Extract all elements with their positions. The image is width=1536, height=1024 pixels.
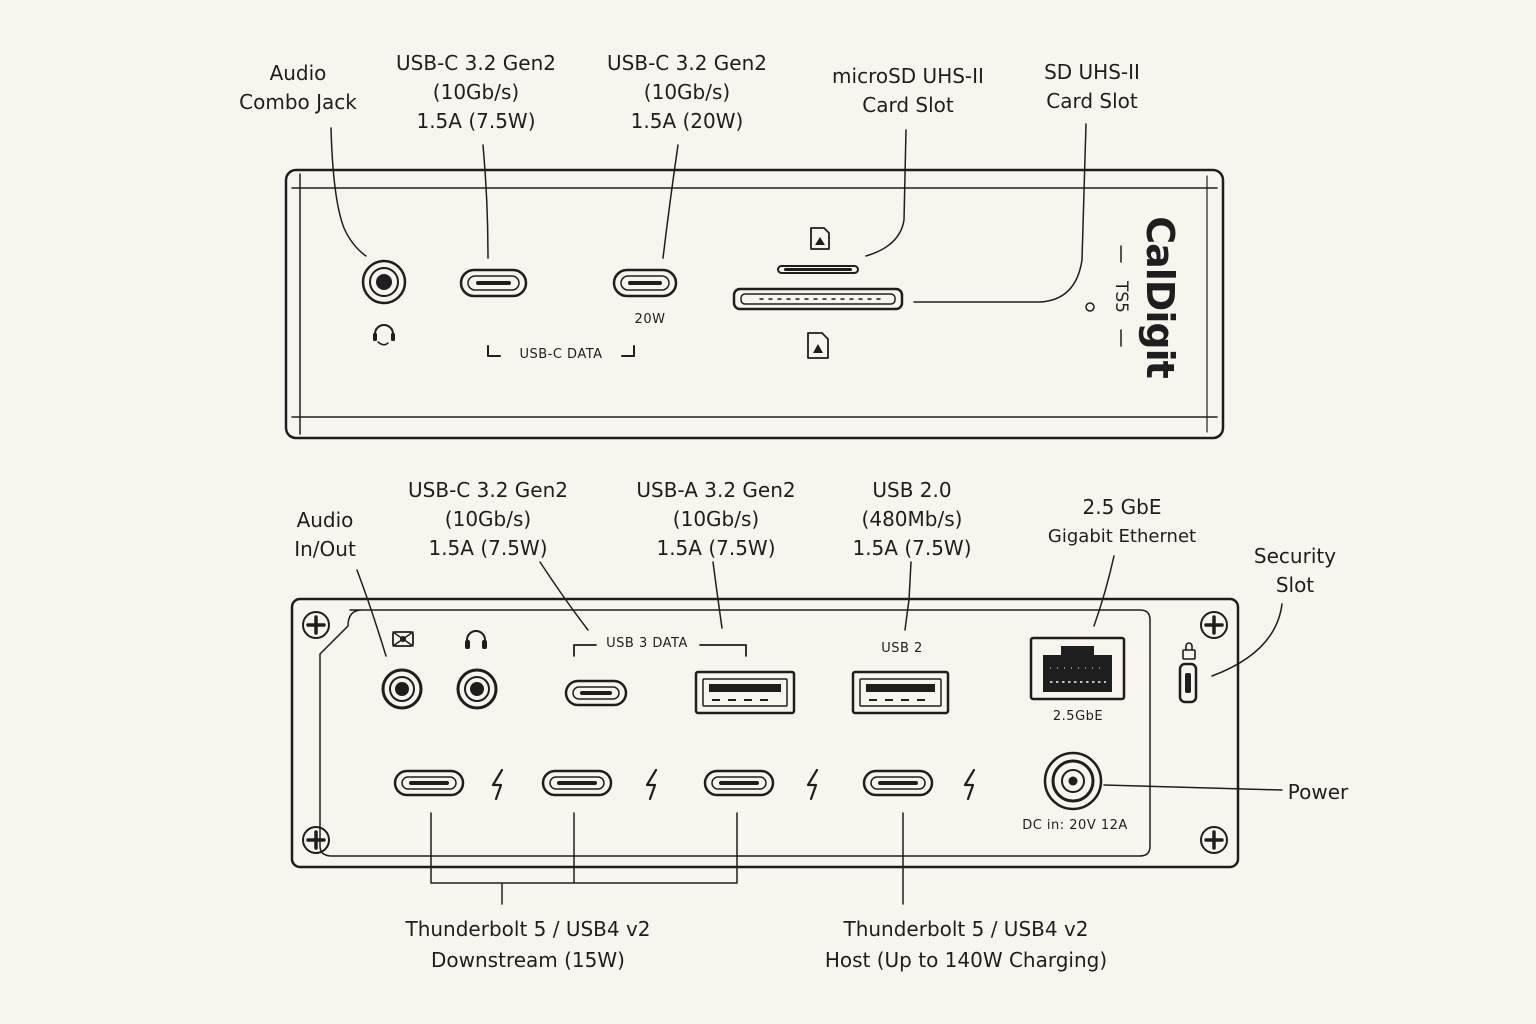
rear-leader-lines <box>356 555 1283 905</box>
label-line: Audio <box>269 61 327 85</box>
label-line: USB-C 3.2 Gen2 <box>408 478 568 502</box>
headset-icon <box>373 324 395 346</box>
marking-20w: 20W <box>634 312 666 327</box>
sd-slot <box>732 287 904 311</box>
marking-ethernet: 2.5GbE <box>1052 709 1104 724</box>
label-line: Combo Jack <box>239 90 357 114</box>
front-usbc-port-2 <box>612 268 678 298</box>
label-line: (480Mb/s) <box>861 507 963 531</box>
rear-usba-port <box>694 670 796 715</box>
label-line: Thunderbolt 5 / USB4 v2 <box>405 917 651 941</box>
microphone-icon <box>392 631 414 647</box>
label-line: Gigabit Ethernet <box>1047 526 1197 547</box>
marking-usb2: USB 2 <box>881 641 923 656</box>
tb5-downstream-port-1 <box>393 769 465 797</box>
usbc-data-bracket <box>487 345 635 357</box>
label-line: USB-C 3.2 Gen2 <box>396 51 556 75</box>
label-security-slot: Security Slot <box>1254 542 1336 600</box>
label-line: Card Slot <box>862 93 954 117</box>
usb3-data-bracket <box>573 644 747 657</box>
label-line: USB 2.0 <box>872 478 952 502</box>
marking-usbc-data: USB-C DATA <box>519 347 603 362</box>
label-line: (10Gb/s) <box>672 507 760 531</box>
security-slot <box>1178 662 1198 704</box>
label-line: microSD UHS-II <box>832 64 984 88</box>
microsd-slot <box>777 265 859 274</box>
screw-icon <box>1200 826 1228 854</box>
label-line: SD UHS-II <box>1044 60 1140 84</box>
label-rear-usbc: USB-C 3.2 Gen2 (10Gb/s) 1.5A (7.5W) <box>408 476 568 563</box>
label-line: 1.5A (7.5W) <box>416 109 536 133</box>
label-tb-downstream: Thunderbolt 5 / USB4 v2 Downstream (15W) <box>405 914 650 976</box>
label-front-usbc-left: USB-C 3.2 Gen2 (10Gb/s) 1.5A (7.5W) <box>396 49 556 136</box>
label-line: 2.5 GbE <box>1082 495 1162 519</box>
microsd-card-icon <box>810 227 830 250</box>
label-line: Host (Up to 140W Charging) <box>824 948 1108 972</box>
label-line: Card Slot <box>1046 89 1138 113</box>
label-power: Power <box>1288 778 1348 807</box>
status-led <box>1085 302 1095 312</box>
lock-icon <box>1182 642 1196 660</box>
label-rear-usb2: USB 2.0 (480Mb/s) 1.5A (7.5W) <box>852 476 971 563</box>
label-line: USB-C 3.2 Gen2 <box>607 51 767 75</box>
label-tb-host: Thunderbolt 5 / USB4 v2 Host (Up to 140W… <box>825 914 1107 976</box>
label-line: Power <box>1287 780 1349 804</box>
thunderbolt-icon <box>806 768 819 801</box>
model-name: TS5 <box>1111 281 1131 313</box>
dc-power-jack <box>1043 751 1103 811</box>
label-line: Thunderbolt 5 / USB4 v2 <box>843 917 1089 941</box>
label-line: USB-A 3.2 Gen2 <box>636 478 796 502</box>
marking-usb3-data: USB 3 DATA <box>606 636 688 651</box>
label-audio-combo-jack: Audio Combo Jack <box>239 59 357 117</box>
screw-icon <box>302 611 330 639</box>
front-panel <box>284 168 1225 440</box>
label-line: 1.5A (7.5W) <box>656 536 776 560</box>
thunderbolt-icon <box>491 768 504 801</box>
label-line: Security <box>1253 544 1337 568</box>
marking-dc-in: DC in: 20V 12A <box>1022 818 1128 833</box>
rear-usb2-port <box>851 670 950 715</box>
label-line: 1.5A (7.5W) <box>852 536 972 560</box>
label-line: 1.5A (20W) <box>630 109 744 133</box>
label-line: 1.5A (7.5W) <box>428 536 548 560</box>
tb5-host-port <box>862 769 934 797</box>
label-line: (10Gb/s) <box>444 507 532 531</box>
rear-audio-in-jack <box>381 668 423 710</box>
label-line: (10Gb/s) <box>643 80 731 104</box>
label-line: (10Gb/s) <box>432 80 520 104</box>
front-usbc-port-1 <box>459 268 528 298</box>
label-line: Downstream (15W) <box>431 948 625 972</box>
rear-audio-out-jack <box>456 668 498 710</box>
label-line: Slot <box>1275 573 1315 597</box>
front-leader-lines <box>330 123 1087 303</box>
front-audio-combo-jack <box>361 259 407 305</box>
screw-icon <box>1200 611 1228 639</box>
rear-usbc-port <box>564 679 628 707</box>
label-line: In/Out <box>294 537 356 561</box>
sd-card-icon <box>807 332 829 359</box>
label-ethernet: 2.5 GbE Gigabit Ethernet <box>1048 493 1196 551</box>
label-front-usbc-right: USB-C 3.2 Gen2 (10Gb/s) 1.5A (20W) <box>607 49 767 136</box>
tb5-downstream-port-3 <box>703 769 775 797</box>
ethernet-port <box>1029 636 1126 701</box>
label-line: Audio <box>296 508 354 532</box>
label-sd: SD UHS-II Card Slot <box>1044 58 1140 116</box>
rear-panel <box>290 597 1240 869</box>
thunderbolt-icon <box>963 768 976 801</box>
label-microsd: microSD UHS-II Card Slot <box>832 62 984 120</box>
brand-logo: CalDigit <box>1138 216 1182 378</box>
headphones-icon <box>465 630 487 649</box>
thunderbolt-icon <box>645 768 658 801</box>
tb5-downstream-port-2 <box>541 769 613 797</box>
label-audio-in-out: Audio In/Out <box>294 506 356 564</box>
screw-icon <box>302 826 330 854</box>
label-rear-usba: USB-A 3.2 Gen2 (10Gb/s) 1.5A (7.5W) <box>636 476 795 563</box>
